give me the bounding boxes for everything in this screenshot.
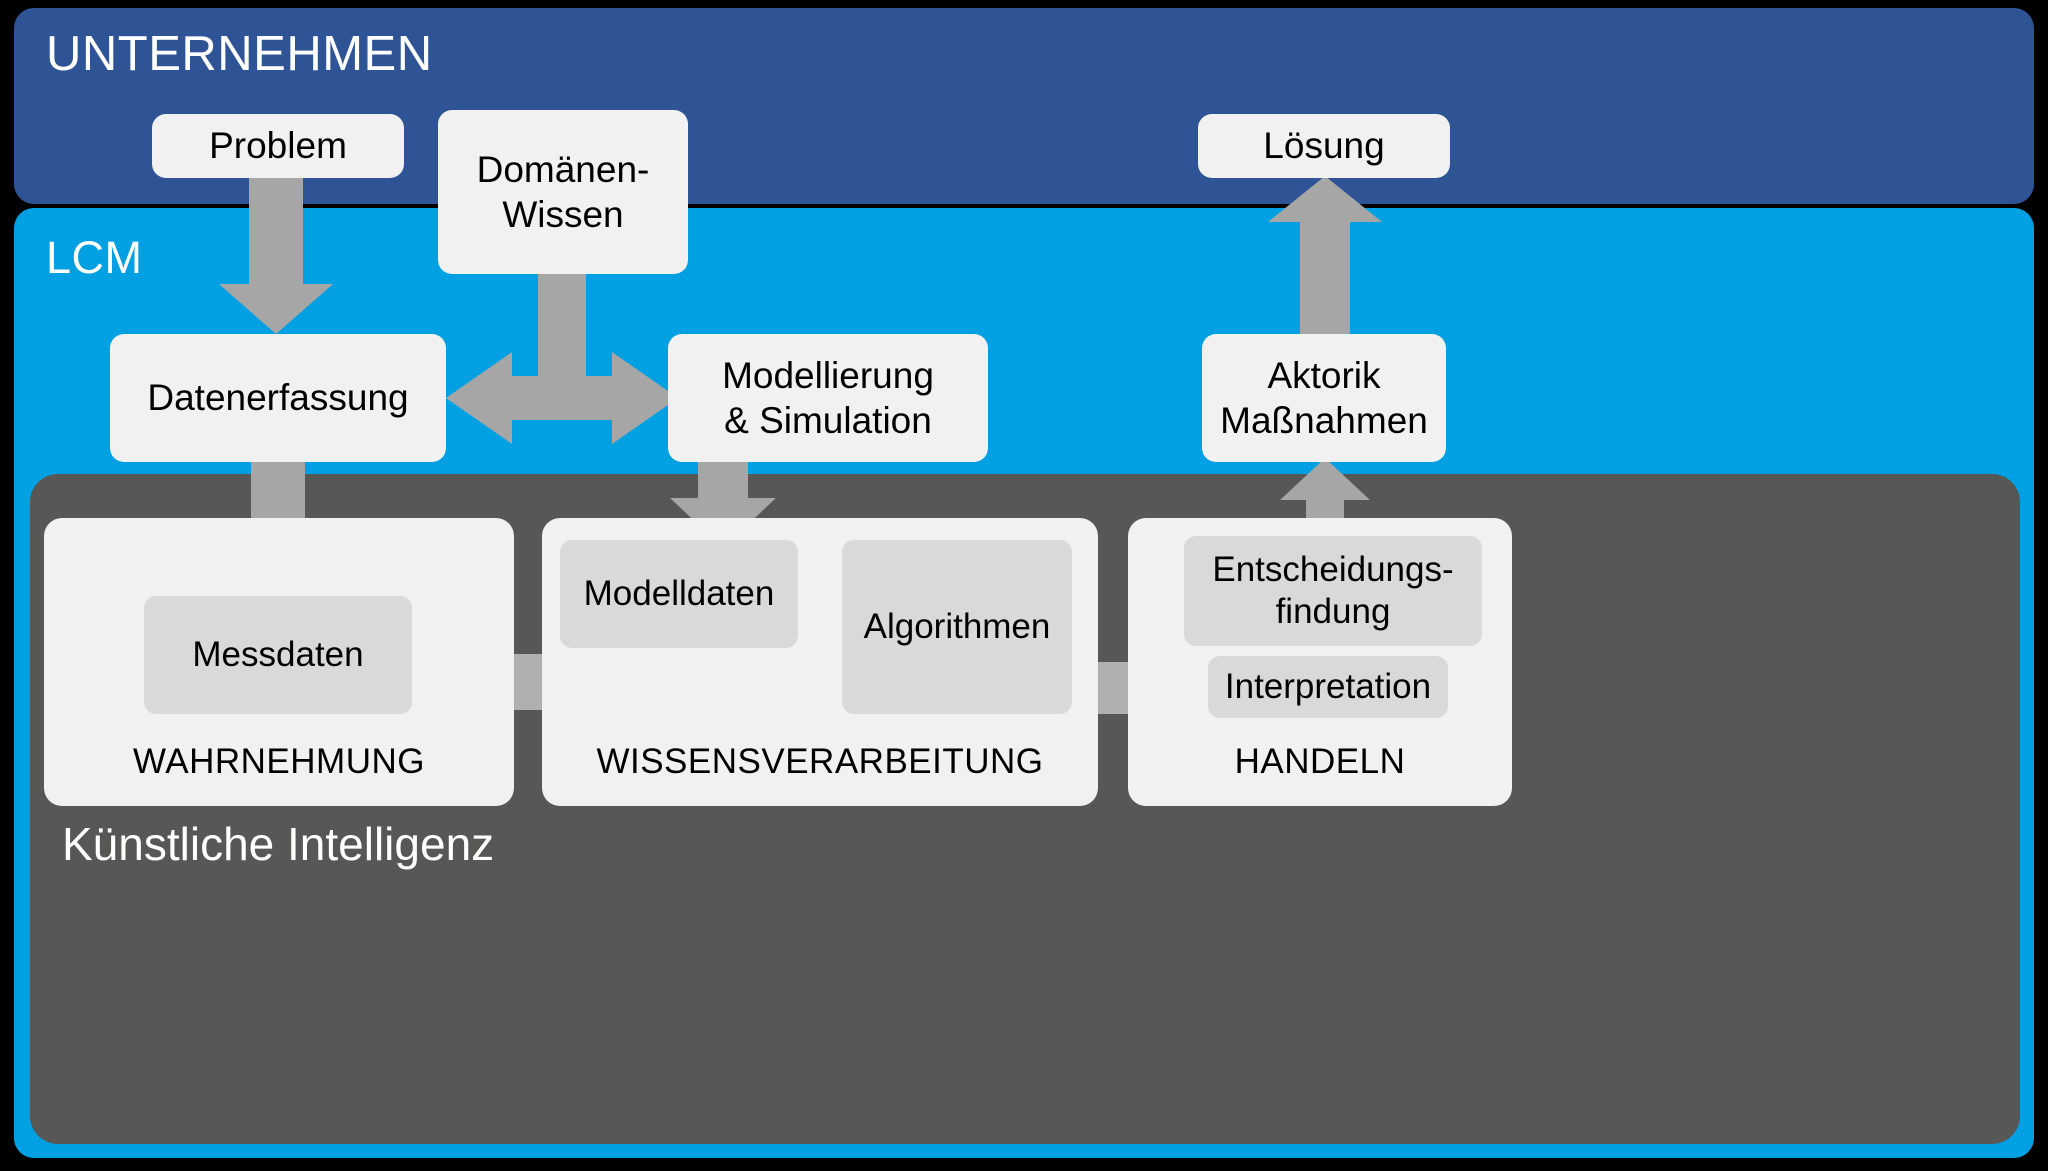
card-domaenen-wissen-label: Domänen- Wissen <box>477 147 650 237</box>
chip-interpretation-label: Interpretation <box>1224 667 1432 706</box>
chip-entscheidungsfindung-line1: Entscheidungs- <box>1212 550 1454 589</box>
card-datenerfassung-label: Datenerfassung <box>147 377 409 419</box>
card-domaenen-wissen[interactable]: Domänen- Wissen <box>438 110 688 274</box>
chip-modelldaten-label: Modelldaten <box>583 574 775 613</box>
panel-wahrnehmung-title: WAHRNEHMUNG <box>133 742 425 781</box>
card-problem-label: Problem <box>209 125 347 167</box>
card-modellierung-line1: Modellierung <box>722 354 934 396</box>
card-domaenen-wissen-line2: Wissen <box>502 194 624 235</box>
band-label-unternehmen: UNTERNEHMEN <box>46 27 433 81</box>
card-aktorik-line2: Maßnahmen <box>1220 400 1428 441</box>
card-aktorik-line1: Aktorik <box>1267 354 1381 396</box>
card-modellierung-simulation[interactable]: Modellierung & Simulation <box>668 334 988 462</box>
panel-handeln-title: HANDELN <box>1234 742 1406 781</box>
chip-messdaten-label: Messdaten <box>192 635 364 674</box>
chip-algorithmen-label: Algorithmen <box>863 607 1051 646</box>
chip-entscheidungsfindung[interactable]: Entscheidungs- findung <box>1184 536 1482 646</box>
card-modellierung-label: Modellierung & Simulation <box>722 353 934 443</box>
chip-algorithmen[interactable]: Algorithmen <box>842 540 1072 714</box>
chip-messdaten[interactable]: Messdaten <box>144 596 412 714</box>
panel-wissensverarbeitung-title: WISSENSVERARBEITUNG <box>596 742 1044 781</box>
card-aktorik-label: Aktorik Maßnahmen <box>1220 353 1428 443</box>
card-datenerfassung[interactable]: Datenerfassung <box>110 334 446 462</box>
chip-entscheidungsfindung-label: Entscheidungs- findung <box>1212 549 1453 633</box>
card-domaenen-wissen-line1: Domänen- <box>476 148 650 190</box>
card-problem[interactable]: Problem <box>152 114 404 178</box>
card-modellierung-line2: & Simulation <box>724 400 932 441</box>
chip-modelldaten[interactable]: Modelldaten <box>560 540 798 648</box>
band-label-lcm: LCM <box>46 232 143 283</box>
card-loesung-label: Lösung <box>1263 125 1385 167</box>
band-label-kuenstliche-intelligenz: Künstliche Intelligenz <box>62 818 495 870</box>
chip-interpretation[interactable]: Interpretation <box>1208 656 1448 718</box>
card-aktorik-massnahmen[interactable]: Aktorik Maßnahmen <box>1202 334 1446 462</box>
chip-entscheidungsfindung-line2: findung <box>1275 592 1391 631</box>
card-loesung[interactable]: Lösung <box>1198 114 1450 178</box>
